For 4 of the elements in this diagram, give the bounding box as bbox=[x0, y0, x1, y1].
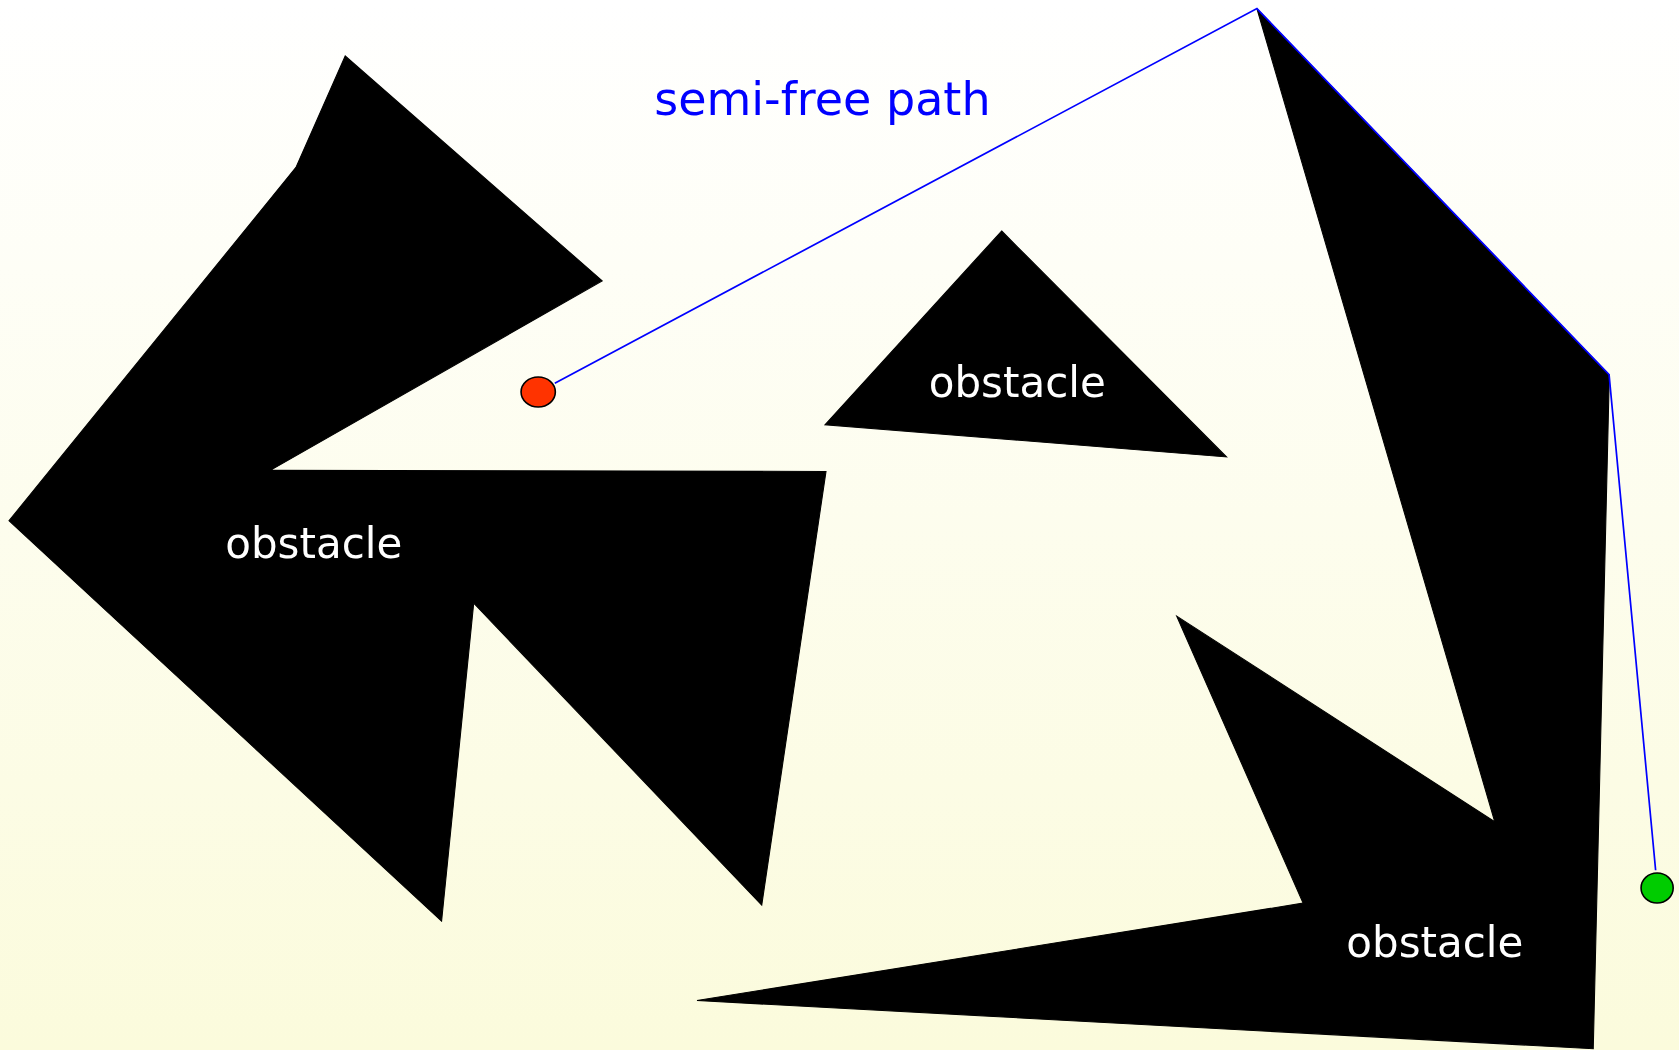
obstacle-label: obstacle bbox=[928, 357, 1106, 407]
edge-label: semi-free path bbox=[654, 71, 991, 126]
obstacle-label: obstacle bbox=[225, 518, 403, 568]
obstacle-label: obstacle bbox=[1346, 917, 1524, 967]
